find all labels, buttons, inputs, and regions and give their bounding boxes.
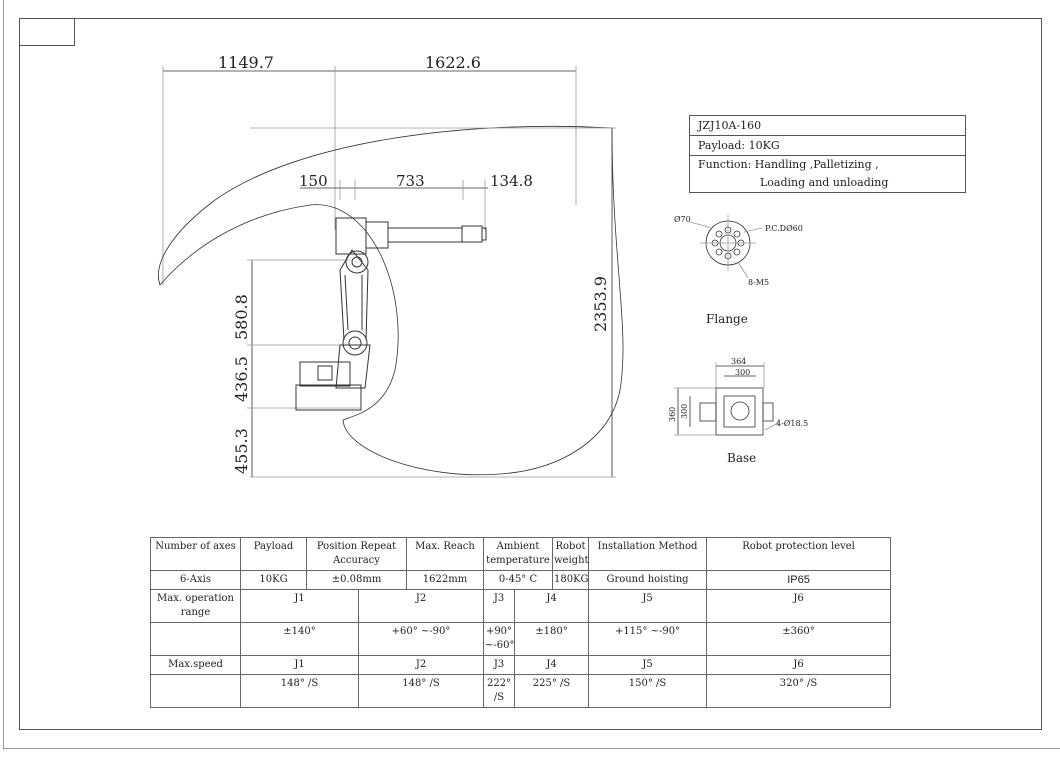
speed-joint-row: Max.speed J1 J2 J3 J4 J5 J6 <box>150 655 892 675</box>
dim-shoulder-height: 436.5 <box>232 356 251 402</box>
base-drawing <box>674 362 781 436</box>
value-payload: 10KG <box>240 570 307 590</box>
range-j1-label: J1 <box>240 589 359 623</box>
speed-j5-label: J5 <box>587 655 708 675</box>
flange-pcd: P.C.DØ60 <box>765 224 803 233</box>
model-payload: Payload: 10KG <box>690 136 965 156</box>
speed-j1-label: J1 <box>240 655 359 675</box>
function-line-2: Loading and unloading <box>760 176 889 189</box>
speed-label: Max.speed <box>150 655 241 675</box>
range-label: Max. operation range <box>150 589 241 623</box>
base-label: Base <box>727 451 757 465</box>
value-temperature: 0-45° C <box>483 570 553 590</box>
range-value-row: ±140° +60° ~-90° +90° ~-60° ±180° +115° … <box>150 622 892 656</box>
range-j2-label: J2 <box>358 589 484 623</box>
spec-table: Number of axes Payload Position Repeat A… <box>150 537 892 708</box>
page-border-bottom <box>3 748 1060 749</box>
speed-j4: 225° /S <box>514 674 589 708</box>
value-reach: 1622mm <box>406 570 484 590</box>
range-empty-cell <box>150 622 241 656</box>
range-j6: ±360° <box>706 622 892 656</box>
dim-top-right: 1622.6 <box>425 53 481 72</box>
model-info-box: JZJ10A-160 Payload: 10KG Function: Handl… <box>689 115 966 193</box>
model-function: Function: Handling ,Palletizing , Loadin… <box>690 156 965 192</box>
spec-header-row: Number of axes Payload Position Repeat A… <box>150 537 892 571</box>
dim-top-left: 1149.7 <box>218 53 274 72</box>
range-j5-label: J5 <box>587 589 708 623</box>
base-height-inner: 300 <box>680 404 689 419</box>
dim-upper-arm: 580.8 <box>232 294 251 340</box>
speed-j2-label: J2 <box>358 655 484 675</box>
drawing-frame <box>19 18 1042 730</box>
flange-drawing <box>689 215 763 279</box>
value-protection: IP65 <box>706 570 892 590</box>
robot-arm <box>295 217 487 411</box>
range-joint-row: Max. operation range J1 J2 J3 J4 J5 J6 <box>150 589 892 623</box>
header-installation: Installation Method <box>587 537 708 571</box>
dim-wrist-length: 134.8 <box>490 172 533 190</box>
speed-j4-label: J4 <box>514 655 589 675</box>
header-accuracy: Position Repeat Accuracy <box>306 537 407 571</box>
dim-lower-reach: 455.3 <box>232 428 251 474</box>
base-hole: 4-Ø18.5 <box>776 419 808 428</box>
range-j4: ±180° <box>514 622 589 656</box>
value-axes: 6-Axis <box>150 570 241 590</box>
speed-j3: 222° /S <box>483 674 515 708</box>
speed-j2: 148° /S <box>358 674 484 708</box>
page-border-left <box>3 0 4 750</box>
speed-empty-cell <box>150 674 241 708</box>
header-reach: Max. Reach <box>406 537 484 571</box>
base-width-outer: 364 <box>731 357 746 366</box>
speed-j1: 148° /S <box>240 674 359 708</box>
spec-value-row: 6-Axis 10KG ±0.08mm 1622mm 0-45° C 180KG… <box>150 570 892 590</box>
speed-j3-label: J3 <box>483 655 515 675</box>
dim-height-total: 2353.9 <box>591 276 610 332</box>
header-payload: Payload <box>240 537 307 571</box>
value-weight: 180KG <box>552 570 589 590</box>
function-line-1: Function: Handling ,Palletizing , <box>698 158 879 171</box>
speed-j5: 150° /S <box>587 674 708 708</box>
dim-arm-length: 733 <box>396 172 425 190</box>
value-installation: Ground hoisting <box>587 570 708 590</box>
range-j6-label: J6 <box>706 589 892 623</box>
header-temperature: Ambient temperature <box>483 537 553 571</box>
base-height-outer: 360 <box>668 407 677 422</box>
flange-label: Flange <box>706 312 748 326</box>
speed-j6-label: J6 <box>706 655 892 675</box>
header-weight: Robot weight <box>552 537 589 571</box>
range-j1: ±140° <box>240 622 359 656</box>
model-name: JZJ10A-160 <box>690 116 965 136</box>
header-protection: Robot protection level <box>706 537 892 571</box>
range-j3-label: J3 <box>483 589 515 623</box>
range-j2: +60° ~-90° <box>358 622 484 656</box>
flange-screws: 8-M5 <box>748 278 769 287</box>
value-accuracy: ±0.08mm <box>306 570 407 590</box>
speed-j6: 320° /S <box>706 674 892 708</box>
flange-diameter: Ø70 <box>674 215 691 224</box>
base-width-inner: 300 <box>735 368 750 377</box>
range-j4-label: J4 <box>514 589 589 623</box>
header-axes: Number of axes <box>150 537 241 571</box>
dim-arm-offset: 150 <box>299 172 328 190</box>
range-j3: +90° ~-60° <box>483 622 515 656</box>
title-corner-box <box>19 18 75 46</box>
speed-value-row: 148° /S 148° /S 222° /S 225° /S 150° /S … <box>150 674 892 708</box>
workspace-envelope <box>158 125 624 476</box>
range-j5: +115° ~-90° <box>587 622 708 656</box>
